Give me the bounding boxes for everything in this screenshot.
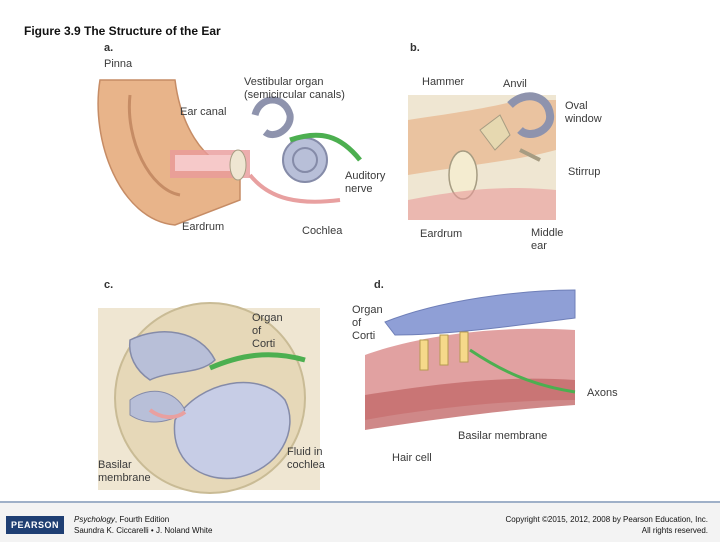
copyright-notice: Copyright ©2015, 2012, 2008 by Pearson E…	[506, 514, 708, 536]
label-semicircular-canals: (semicircular canals)	[244, 89, 345, 101]
label-vestibular-organ: Vestibular organ	[244, 76, 324, 88]
label-corti-c: Corti	[252, 338, 276, 350]
label-eardrum-a: Eardrum	[182, 221, 225, 233]
label-axons: Axons	[587, 387, 618, 399]
panel-b-letter: b.	[410, 42, 420, 54]
label-cochlea: Cochlea	[302, 225, 343, 237]
panel-d-illustration	[365, 289, 576, 430]
panel-a-illustration	[97, 72, 398, 232]
label-of-c: of	[252, 325, 262, 337]
label-organ-d: Organ	[352, 304, 383, 316]
label-middle: Middle	[531, 227, 564, 239]
label-of-d: of	[352, 317, 362, 329]
book-title: Psychology	[74, 515, 115, 524]
label-ear: ear	[531, 240, 547, 252]
label-anvil: Anvil	[503, 78, 527, 90]
pearson-logo: PEARSON	[6, 516, 64, 534]
book-authors: Saundra K. Ciccarelli • J. Noland White	[74, 526, 213, 535]
label-window: window	[565, 113, 602, 125]
ear-structure-illustration	[97, 72, 576, 494]
label-pinna: Pinna	[104, 58, 133, 70]
label-basilar-c: Basilar	[98, 459, 132, 471]
panel-a-letter: a.	[104, 42, 114, 54]
panel-c-letter: c.	[104, 279, 114, 291]
label-organ-c: Organ	[252, 312, 283, 324]
label-fluid-in: Fluid in	[287, 446, 323, 458]
label-hammer: Hammer	[422, 76, 465, 88]
label-eardrum-b: Eardrum	[420, 228, 463, 240]
label-hair-cell: Hair cell	[392, 452, 432, 464]
label-corti-d: Corti	[352, 330, 376, 342]
panel-c-illustration	[98, 302, 320, 494]
label-oval: Oval	[565, 100, 588, 112]
label-ear-canal: Ear canal	[180, 106, 227, 118]
label-membrane-c: membrane	[98, 472, 151, 484]
figure-title: Figure 3.9 The Structure of the Ear	[24, 24, 221, 38]
book-edition: , Fourth Edition	[114, 515, 170, 524]
label-basilar-membrane-d: Basilar membrane	[458, 430, 548, 442]
label-cochlea-c: cochlea	[287, 459, 325, 471]
copyright-line-1: Copyright ©2015, 2012, 2008 by Pearson E…	[505, 515, 708, 524]
label-stirrup: Stirrup	[568, 166, 601, 178]
book-info: Psychology, Fourth Edition Saundra K. Ci…	[74, 514, 212, 536]
label-nerve: nerve	[345, 183, 373, 195]
panel-d-letter: d.	[374, 279, 384, 291]
panel-b-illustration	[408, 92, 556, 220]
footer-bar: PEARSON Psychology, Fourth Edition Saund…	[0, 501, 720, 542]
copyright-line-2: All rights reserved.	[641, 526, 708, 535]
label-auditory: Auditory	[345, 170, 386, 182]
